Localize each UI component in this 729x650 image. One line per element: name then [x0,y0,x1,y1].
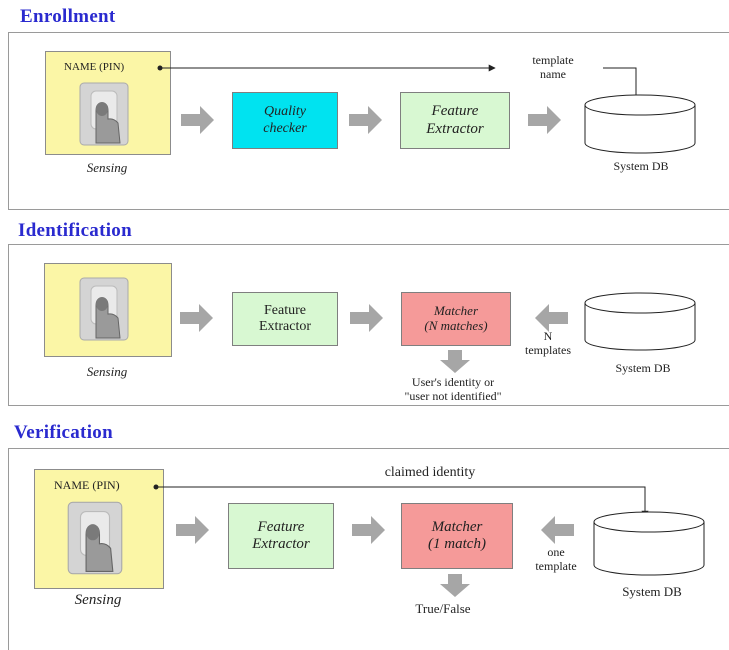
enrollment-sensing-caption: Sensing [86,160,128,175]
verification-feature-extractor-label: Feature Extractor [252,518,310,552]
identification-output-label: User's identity or "user not identified" [404,375,502,403]
identification-arrow-db-to-matcher [535,304,568,332]
identification-sensing-caption: Sensing [86,364,128,379]
enrollment-title: Enrollment [20,6,116,27]
identification-matcher-box: Matcher (N matches) [401,292,511,346]
verification-system-db-label: System DB [622,584,682,599]
identification-feature-extractor-box: Feature Extractor [232,292,338,346]
identification-arrow-feature-to-matcher [350,304,383,332]
template-name-to-db-line [603,67,637,95]
verification-claimed-identity-line [156,486,649,518]
identification-matcher-label: Matcher (N matches) [424,303,488,333]
verification-matcher-label: Matcher (1 match) [428,518,486,552]
verification-feature-extractor-box: Feature Extractor [228,503,334,569]
quality-checker-label: Quality checker [263,104,307,136]
template-name-label: template name [532,53,574,81]
fingerprint-sensor-icon [78,81,130,152]
enrollment-arrow-quality-to-feature [349,106,382,134]
verification-arrow-feature-to-matcher [352,516,385,544]
verification-arrow-db-to-matcher [541,516,574,544]
fingerprint-sensor-icon [78,276,130,347]
n-templates-label: N templates [525,329,571,357]
claimed-identity-label: claimed identity [384,465,476,480]
enrollment-arrow-feature-to-db [528,106,561,134]
identification-arrow-matcher-down [440,350,470,373]
identification-title: Identification [18,220,132,241]
one-template-label: one template [535,545,577,573]
verification-sensing-caption: Sensing [74,592,122,608]
enrollment-feature-extractor-label: Feature Extractor [426,103,484,137]
verification-arrow-matcher-down [440,574,470,597]
identification-arrow-sensing-to-feature [180,304,213,332]
identification-db-cylinder-icon [584,292,696,351]
verification-output-label: True/False [415,601,471,616]
verification-title: Verification [14,422,113,443]
enrollment-feature-extractor-box: Feature Extractor [400,92,510,149]
enrollment-name-pin-label: NAME (PIN) [64,61,125,73]
enrollment-arrow-sensing-to-quality [181,106,214,134]
fingerprint-sensor-icon [66,500,124,581]
enrollment-db-cylinder-icon [584,94,696,154]
enrollment-name-pin-dot [157,65,163,71]
verification-name-pin-label: NAME (PIN) [54,478,120,492]
verification-name-pin-dot [153,484,159,490]
quality-checker-box: Quality checker [232,92,338,149]
identification-system-db-label: System DB [615,361,671,375]
verification-matcher-box: Matcher (1 match) [401,503,513,569]
verification-db-cylinder-icon [593,511,705,576]
enrollment-system-db-label: System DB [613,159,669,173]
verification-arrow-sensing-to-feature [176,516,209,544]
identification-feature-extractor-label: Feature Extractor [258,302,312,334]
